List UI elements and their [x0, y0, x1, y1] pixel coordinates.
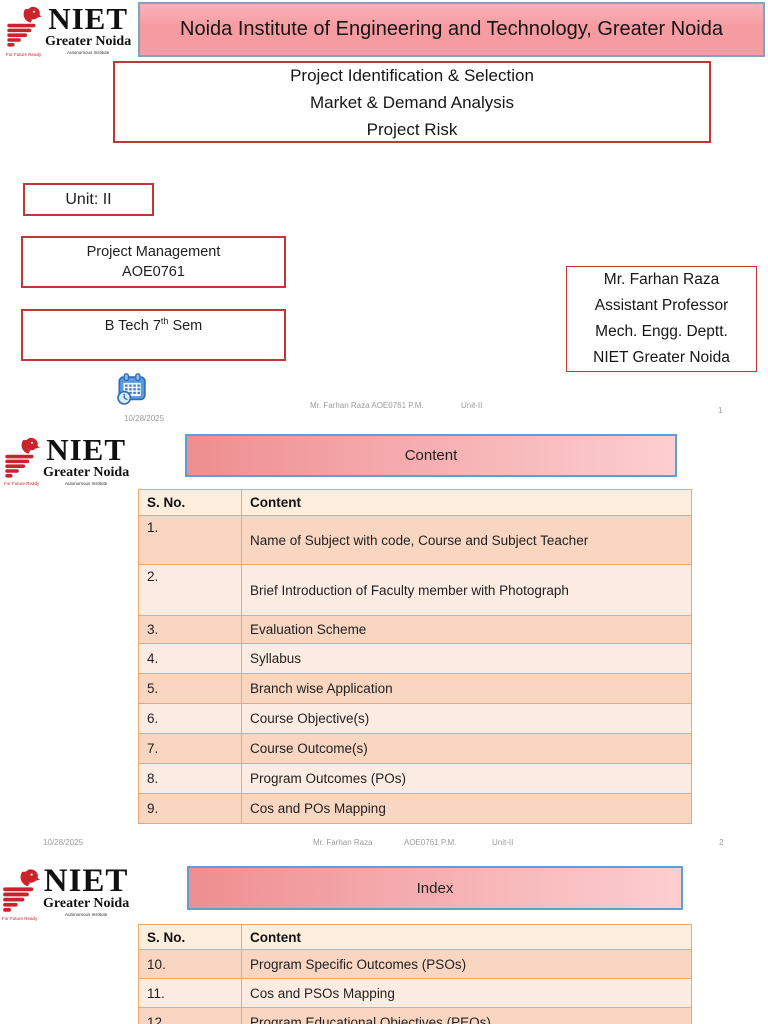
table-header-content: Content: [241, 490, 691, 515]
institute-banner: Noida Institute of Engineering and Techn…: [138, 2, 765, 57]
title-line: Market & Demand Analysis: [309, 92, 515, 112]
row-content: Course Outcome(s): [241, 734, 691, 763]
logo-tagline-left: For Future Ready: [6, 52, 42, 57]
footer-date: 10/28/2025: [43, 838, 84, 847]
niet-bird-icon: [7, 6, 42, 47]
section-banner-content: Content: [185, 434, 677, 477]
row-number: 4.: [139, 644, 241, 673]
row-content: Brief Introduction of Faculty member wit…: [241, 565, 691, 615]
logo-subtitle: Greater Noida: [45, 34, 132, 49]
footer-author: Mr. Farhan Raza AOE0761 P.M.: [310, 401, 424, 410]
niet-logo: NIET Greater Noida Autonomous Institute …: [2, 863, 142, 921]
footer-date: 10/28/2025: [124, 414, 165, 423]
row-number: 5.: [139, 674, 241, 703]
footer-unit: Unit-II: [461, 401, 483, 410]
content-table: S. No. Content 1. Name of Subject with c…: [138, 489, 692, 824]
slide-1: NIET Greater Noida Autonomous Institute …: [0, 0, 768, 430]
table-row: 4. Syllabus: [139, 643, 691, 673]
logo-tagline-right: Autonomous Institute: [66, 50, 110, 55]
table-row: 12. Program Educational Objectives (PEOs…: [139, 1007, 691, 1024]
calendar-clock-icon: [117, 373, 146, 405]
table-row: 6. Course Objective(s): [139, 703, 691, 733]
course-box: Project Management AOE0761: [21, 236, 286, 288]
logo-name: NIET: [43, 863, 129, 899]
row-number: 11.: [139, 979, 241, 1007]
logo-name: NIET: [46, 432, 126, 467]
row-content: Course Objective(s): [241, 704, 691, 733]
table-row: 3. Evaluation Scheme: [139, 615, 691, 643]
logo-tagline-left: For Future Ready: [2, 916, 38, 921]
course-code: AOE0761: [122, 264, 185, 280]
footer-course: AOE0761 P.M.: [404, 838, 457, 847]
slide-2: NIET Greater Noida Autonomous Institute …: [0, 430, 768, 862]
row-content: Branch wise Application: [241, 674, 691, 703]
row-number: 2.: [139, 565, 241, 615]
table-header-row: S. No. Content: [139, 925, 691, 949]
logo-tagline-right: Autonomous Institute: [64, 481, 108, 486]
logo-name: NIET: [48, 1, 128, 36]
logo-subtitle: Greater Noida: [43, 896, 130, 911]
row-number: 6.: [139, 704, 241, 733]
table-header-sno: S. No.: [139, 925, 241, 949]
slide-3: NIET Greater Noida Autonomous Institute …: [0, 862, 768, 1024]
table-row: 8. Program Outcomes (POs): [139, 763, 691, 793]
page-number: 2: [719, 838, 724, 847]
row-number: 1.: [139, 516, 241, 564]
table-row: 1. Name of Subject with code, Course and…: [139, 515, 691, 564]
table-row: 11. Cos and PSOs Mapping: [139, 978, 691, 1007]
row-content: Program Specific Outcomes (PSOs): [241, 950, 691, 978]
table-row: 9. Cos and POs Mapping: [139, 793, 691, 823]
row-number: 3.: [139, 616, 241, 643]
table-header-content: Content: [241, 925, 691, 949]
row-content: Name of Subject with code, Course and Su…: [241, 516, 691, 564]
semester-text-post: Sem: [168, 317, 203, 334]
table-row: 5. Branch wise Application: [139, 673, 691, 703]
faculty-box: Mr. Farhan Raza Assistant Professor Mech…: [566, 266, 757, 372]
course-name: Project Management: [86, 244, 221, 260]
logo-tagline-right: Autonomous Institute: [64, 912, 108, 917]
faculty-title: Assistant Professor: [594, 297, 729, 314]
index-table: S. No. Content 10. Program Specific Outc…: [138, 924, 692, 1024]
row-number: 8.: [139, 764, 241, 793]
row-content: Cos and POs Mapping: [241, 794, 691, 823]
niet-bird-icon: [3, 869, 40, 912]
logo-tagline-left: For Future Ready: [4, 481, 40, 486]
title-box: Project Identification & Selection Marke…: [113, 61, 711, 143]
table-header-row: S. No. Content: [139, 490, 691, 515]
section-banner-index: Index: [187, 866, 683, 910]
table-header-sno: S. No.: [139, 490, 241, 515]
niet-bird-icon: [5, 437, 40, 478]
footer-unit: Unit-II: [492, 838, 514, 847]
faculty-name: Mr. Farhan Raza: [603, 271, 720, 288]
table-row: 2. Brief Introduction of Faculty member …: [139, 564, 691, 615]
row-content: Program Educational Objectives (PEOs): [241, 1008, 691, 1024]
row-number: 9.: [139, 794, 241, 823]
title-line: Project Risk: [366, 119, 458, 139]
row-content: Cos and PSOs Mapping: [241, 979, 691, 1007]
faculty-institute: NIET Greater Noida: [593, 349, 730, 366]
logo-subtitle: Greater Noida: [43, 465, 130, 480]
page-number: 1: [718, 406, 723, 415]
row-number: 10.: [139, 950, 241, 978]
table-row: 7. Course Outcome(s): [139, 733, 691, 763]
row-number: 7.: [139, 734, 241, 763]
niet-logo: NIET Greater Noida Autonomous Institute …: [4, 432, 136, 486]
title-line: Project Identification & Selection: [290, 65, 534, 85]
table-row: 10. Program Specific Outcomes (PSOs): [139, 949, 691, 978]
unit-box: Unit: II: [23, 183, 154, 216]
niet-logo: NIET Greater Noida Autonomous Institute …: [6, 1, 138, 57]
row-content: Syllabus: [241, 644, 691, 673]
footer-author: Mr. Farhan Raza: [313, 838, 373, 847]
row-content: Program Outcomes (POs): [241, 764, 691, 793]
row-content: Evaluation Scheme: [241, 616, 691, 643]
faculty-dept: Mech. Engg. Deptt.: [595, 323, 728, 340]
semester-box: B Tech 7th Sem: [21, 309, 286, 361]
row-number: 12.: [139, 1008, 241, 1024]
semester-superscript: th: [160, 316, 169, 326]
semester-text: B Tech 7: [104, 317, 161, 334]
